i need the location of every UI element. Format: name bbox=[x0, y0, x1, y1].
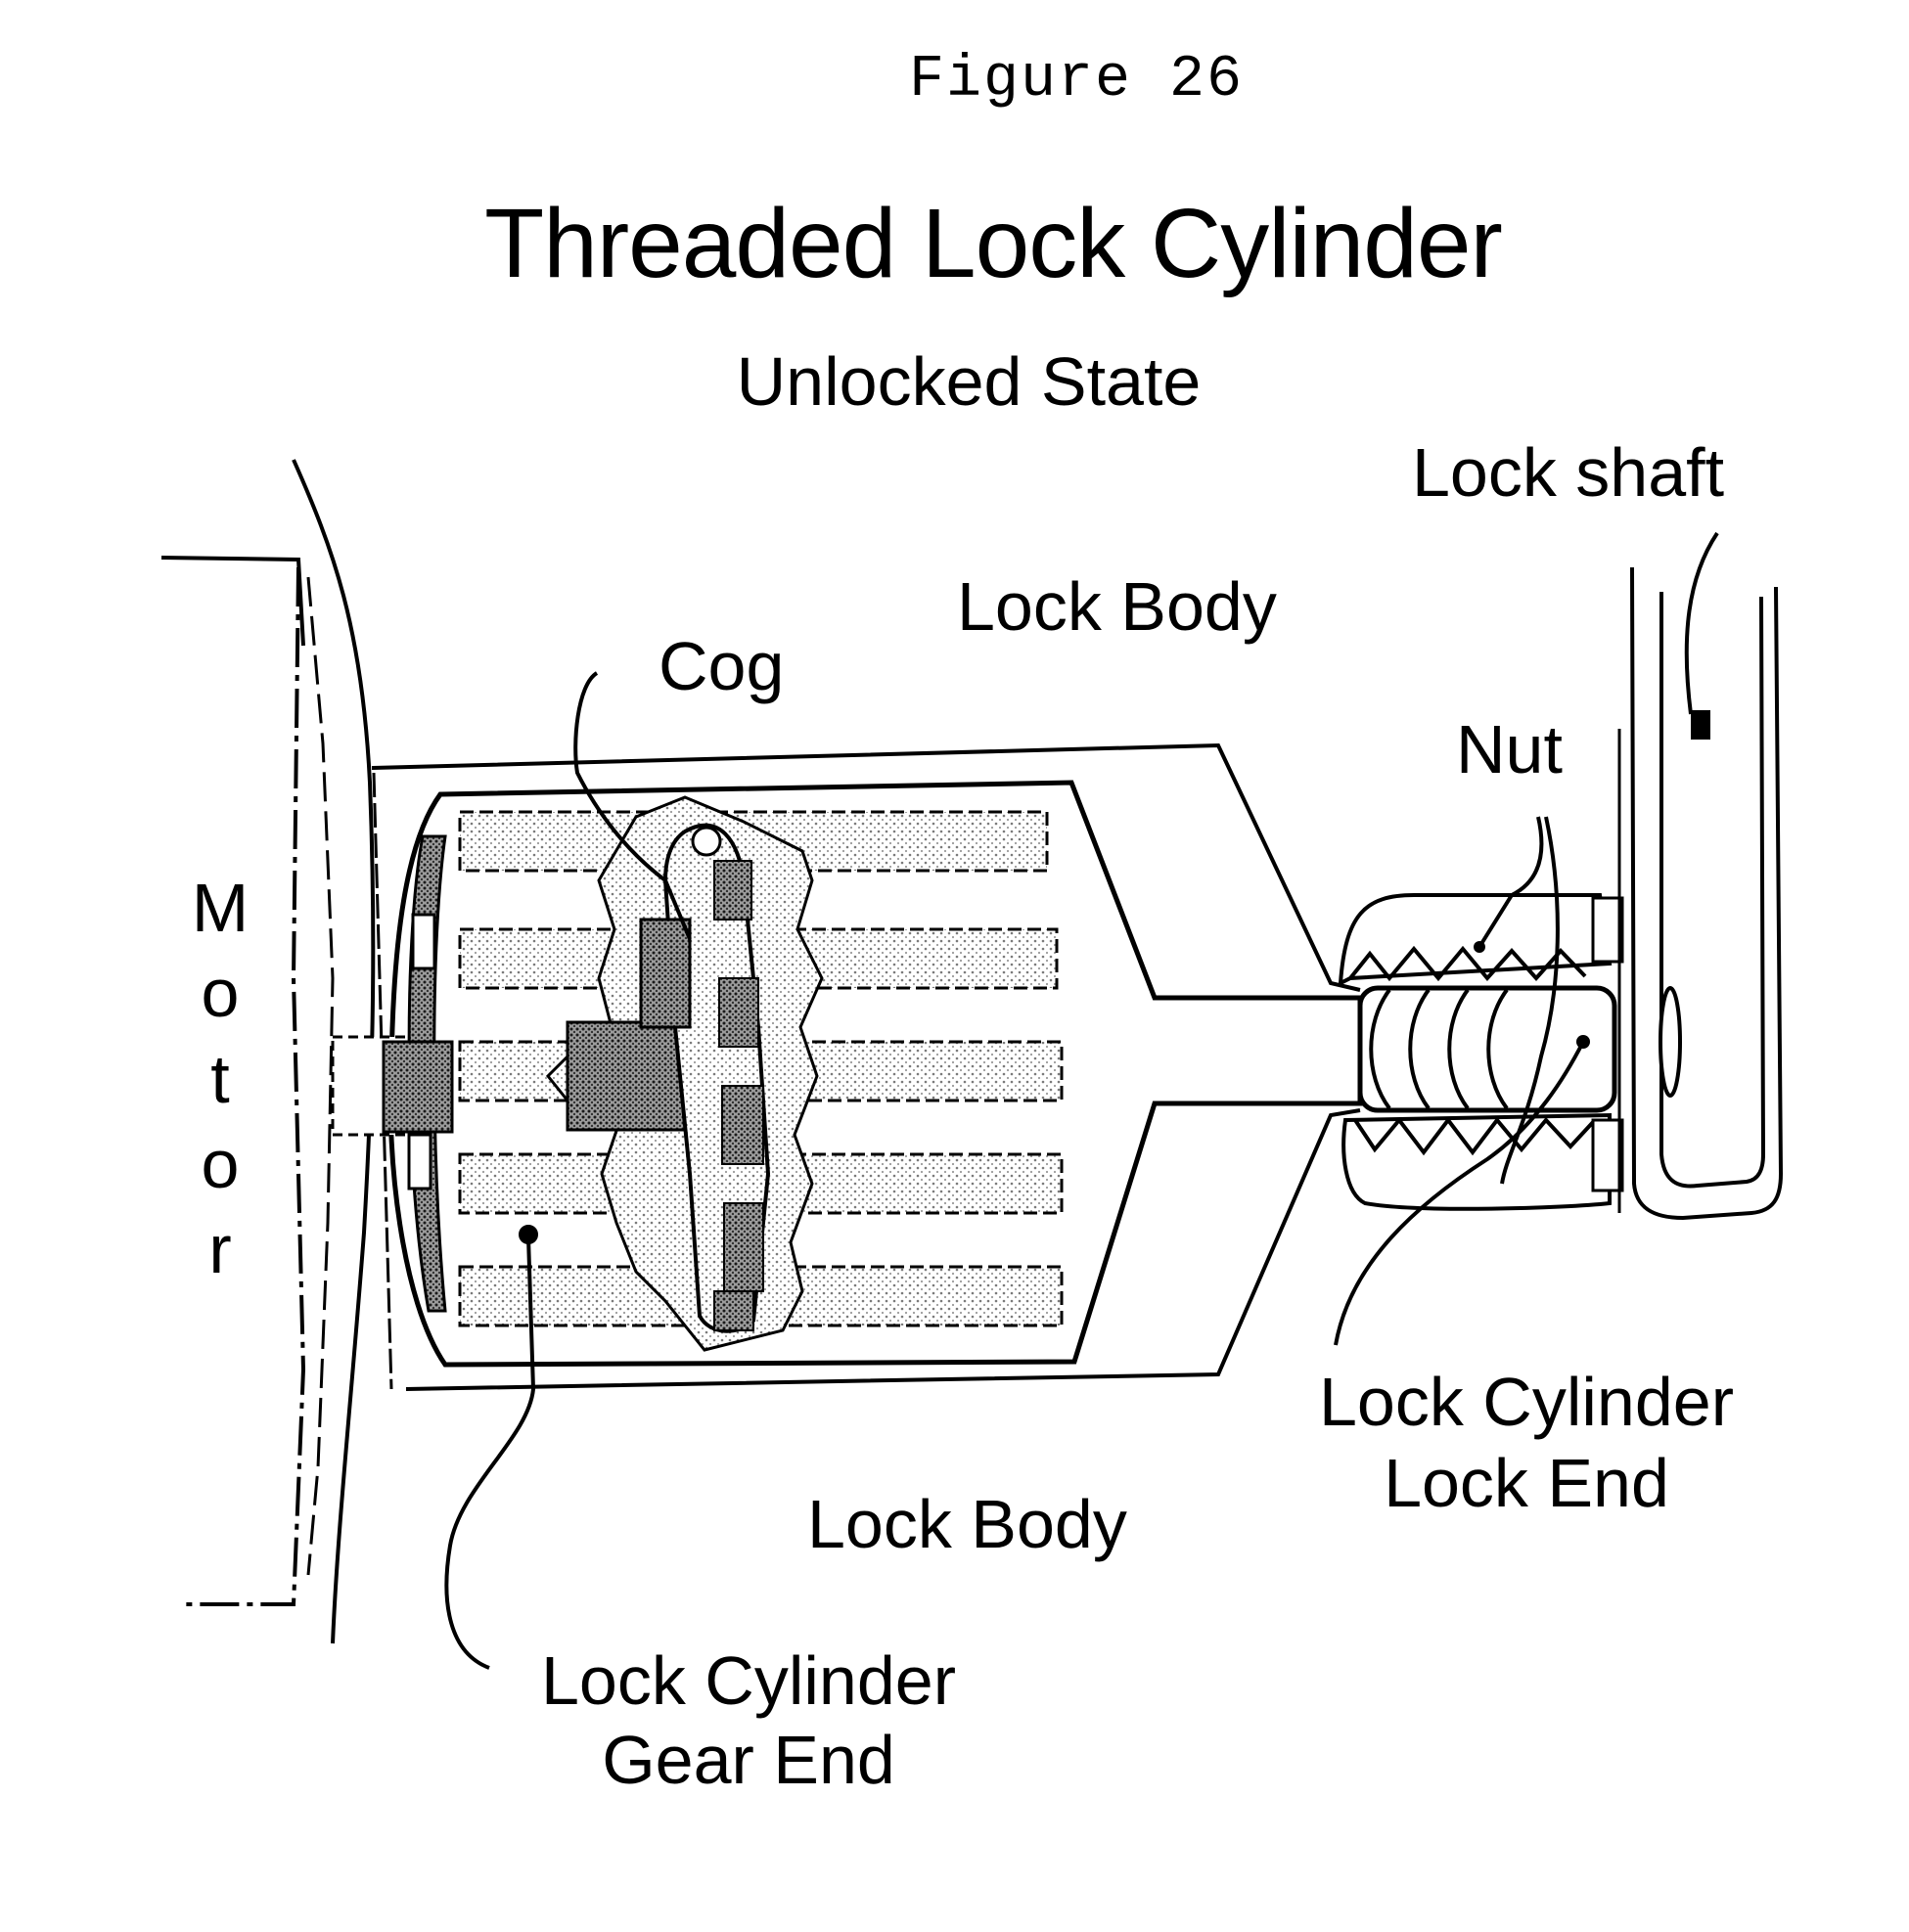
diagram-subtitle: Unlocked State bbox=[0, 342, 1909, 421]
motor-letter: t bbox=[191, 1045, 250, 1113]
label-line: Gear End bbox=[519, 1723, 978, 1798]
motor-letter: M bbox=[191, 874, 250, 942]
lock-shaft bbox=[1619, 567, 1781, 1218]
label-lock-body-top: Lock Body bbox=[957, 569, 1277, 645]
label-lock-cylinder-lock-end: Lock Cylinder Lock End bbox=[1301, 1365, 1751, 1521]
figure-number: Figure 26 bbox=[0, 47, 1909, 113]
label-line: Lock End bbox=[1301, 1446, 1751, 1521]
motor-shaft bbox=[333, 1037, 452, 1135]
label-nut: Nut bbox=[1456, 712, 1563, 787]
motor-letter: o bbox=[191, 1130, 250, 1198]
label-line: Lock Cylinder bbox=[1301, 1365, 1751, 1440]
diagram-title: Threaded Lock Cylinder bbox=[0, 188, 1909, 300]
label-cog: Cog bbox=[659, 629, 784, 704]
motor-letter: o bbox=[191, 959, 250, 1027]
label-lock-body-bottom: Lock Body bbox=[807, 1487, 1127, 1562]
leader-lock-shaft bbox=[1687, 533, 1717, 714]
lock-cylinder-lock-end bbox=[1360, 988, 1614, 1110]
label-lock-cylinder-gear-end: Lock Cylinder Gear End bbox=[519, 1643, 978, 1798]
lock-cylinder bbox=[390, 783, 1360, 1365]
label-line: Lock Cylinder bbox=[519, 1643, 978, 1719]
motor-letter: r bbox=[191, 1215, 250, 1283]
label-lock-shaft: Lock shaft bbox=[1412, 435, 1724, 511]
